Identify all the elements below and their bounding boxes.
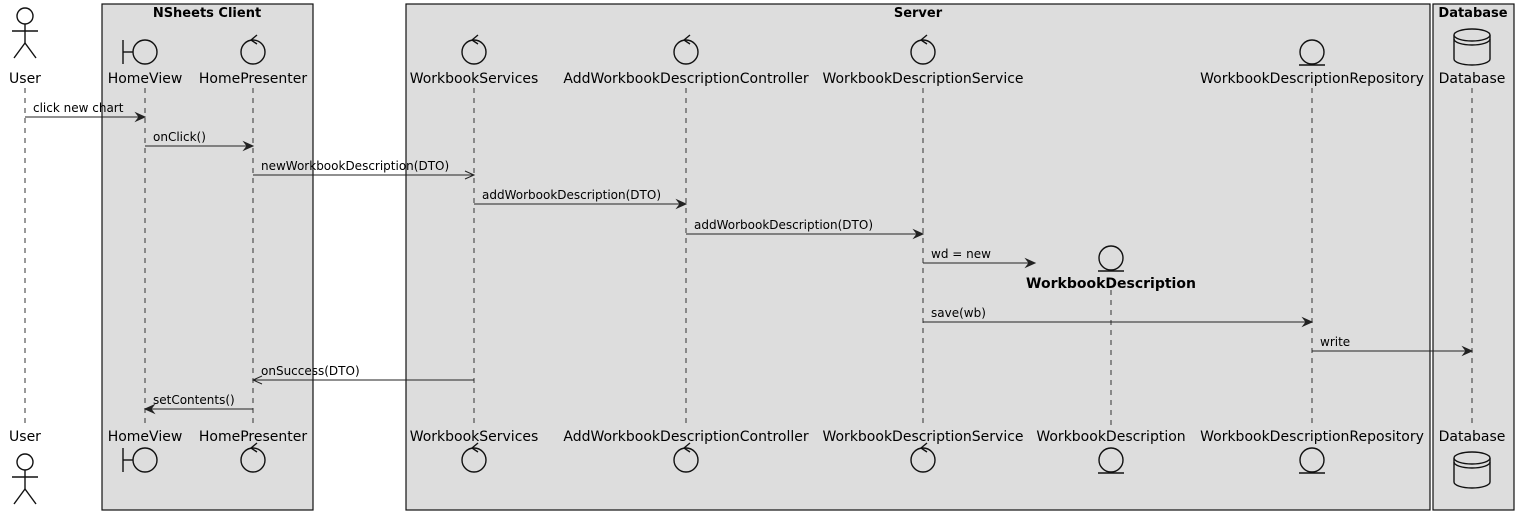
- message-3-arrowhead: [464, 170, 476, 180]
- message-4-label: addWorbookDescription(DTO): [482, 188, 661, 202]
- message-1: click new chart: [25, 101, 147, 123]
- message-7-arrowhead: [1301, 316, 1314, 328]
- message-7: save(wb): [923, 306, 1314, 328]
- message-2: onClick(): [145, 130, 255, 152]
- message-9-label: onSuccess(DTO): [261, 364, 360, 378]
- message-5-arrowhead: [912, 228, 925, 240]
- message-1-arrowhead: [134, 111, 147, 123]
- wdrepository-top-entity-icon: [1299, 39, 1325, 66]
- message-6: wd = new: [923, 247, 1037, 269]
- homepresenter-top-control-icon: [240, 34, 266, 65]
- database-box-frame: [1432, 3, 1515, 511]
- wdrepository-bottom-entity-icon: [1299, 447, 1325, 474]
- lifelines-layer: [24, 88, 1473, 428]
- message-6-label: wd = new: [931, 247, 991, 261]
- homeview-bottom-boundary-icon: [122, 447, 158, 473]
- server-box-title: Server: [894, 6, 943, 21]
- message-3-label: newWorkbookDescription(DTO): [261, 159, 449, 173]
- message-10-label: setContents(): [153, 393, 235, 407]
- workbookdescription-created-entity-icon: [1098, 245, 1124, 272]
- homeview-top-label: HomeView: [108, 71, 183, 87]
- message-5: addWorbookDescription(DTO): [686, 218, 925, 240]
- workbookservices-top-control-icon: [461, 34, 487, 65]
- wdrepository-top-label: WorkbookDescriptionRepository: [1200, 71, 1424, 87]
- homepresenter-top-label: HomePresenter: [199, 71, 307, 87]
- workbookdescription-created-label: WorkbookDescription: [1026, 276, 1196, 292]
- client-box: NSheets Client: [101, 3, 314, 511]
- wdrepository-bottom-label: WorkbookDescriptionRepository: [1200, 429, 1424, 445]
- message-8-arrowhead: [1461, 345, 1474, 357]
- homeview-bottom-label: HomeView: [108, 429, 183, 445]
- client-box-frame: [101, 3, 314, 511]
- homepresenter-bottom-control-icon: [240, 442, 266, 473]
- user-top-label: User: [9, 71, 41, 87]
- messages-layer: click new chart onClick() newWorkbookDescr…: [25, 101, 1474, 415]
- server-box-frame: [405, 3, 1431, 511]
- wdservice-bottom-label: WorkbookDescriptionService: [822, 429, 1023, 445]
- message-6-arrowhead: [1024, 257, 1037, 269]
- workbookdescription-bottom-label: WorkbookDescription: [1036, 429, 1185, 445]
- user-top-actor-icon: [12, 7, 38, 59]
- database-bottom-label: Database: [1439, 429, 1506, 445]
- message-9: onSuccess(DTO): [251, 364, 474, 385]
- client-box-title: NSheets Client: [153, 6, 261, 21]
- message-7-label: save(wb): [931, 306, 986, 320]
- message-2-label: onClick(): [153, 130, 206, 144]
- server-box: Server: [405, 3, 1431, 511]
- message-1-label: click new chart: [33, 101, 124, 115]
- addcontroller-bottom-label: AddWorkbookDescriptionController: [563, 429, 809, 445]
- workbookservices-top-label: WorkbookServices: [410, 71, 539, 87]
- workbookservices-bottom-label: WorkbookServices: [410, 429, 539, 445]
- homeview-top-boundary-icon: [122, 39, 158, 65]
- database-box-title: Database: [1438, 6, 1507, 21]
- database-box: Database: [1432, 3, 1515, 511]
- message-4-arrowhead: [675, 198, 688, 210]
- database-top-label: Database: [1439, 71, 1506, 87]
- wdservice-top-label: WorkbookDescriptionService: [822, 71, 1023, 87]
- message-5-label: addWorbookDescription(DTO): [694, 218, 873, 232]
- message-2-arrowhead: [242, 140, 255, 152]
- message-8-label: write: [1320, 335, 1350, 349]
- wdservice-top-control-icon: [910, 34, 936, 65]
- message-4: addWorbookDescription(DTO): [474, 188, 688, 210]
- message-10-arrowhead: [143, 403, 156, 415]
- database-top-database-icon: [1453, 28, 1491, 66]
- workbookservices-bottom-control-icon: [461, 442, 487, 473]
- database-bottom-database-icon: [1453, 451, 1491, 489]
- homepresenter-bottom-label: HomePresenter: [199, 429, 307, 445]
- addcontroller-top-control-icon: [673, 34, 699, 65]
- addcontroller-top-label: AddWorkbookDescriptionController: [563, 71, 809, 87]
- wdservice-bottom-control-icon: [910, 442, 936, 473]
- message-9-arrowhead: [251, 375, 263, 385]
- addcontroller-bottom-control-icon: [673, 442, 699, 473]
- workbookdescription-bottom-entity-icon: [1098, 447, 1124, 474]
- user-bottom-actor-icon: [12, 453, 38, 505]
- message-8: write: [1312, 335, 1474, 357]
- message-10: setContents(): [143, 393, 253, 415]
- user-bottom-label: User: [9, 429, 41, 445]
- message-3: newWorkbookDescription(DTO): [253, 159, 476, 180]
- participants-layer: UserUserHomeViewHomeViewHomePresenterHom…: [9, 7, 1506, 505]
